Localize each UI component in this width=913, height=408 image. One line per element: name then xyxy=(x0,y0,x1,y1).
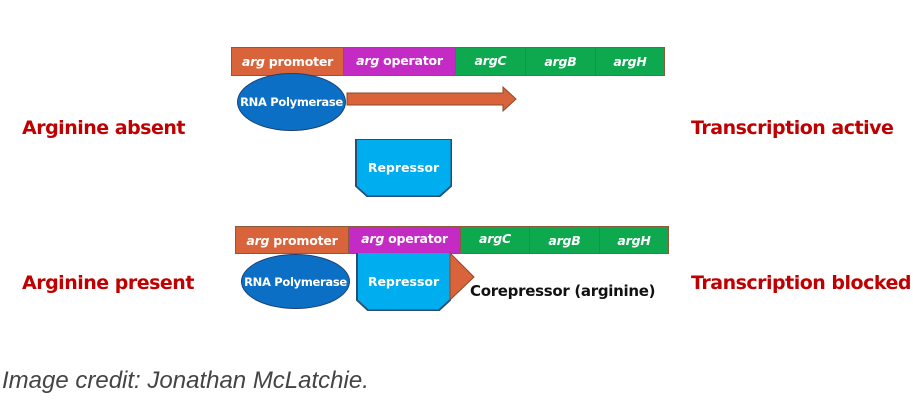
segment-prefix: arg xyxy=(356,53,380,68)
segment-label: operator xyxy=(388,231,448,246)
image-credit: Image credit: Jonathan McLatchie. xyxy=(2,367,369,394)
corepressor-label: Corepressor (arginine) xyxy=(470,282,656,300)
segment-gene-argh: argH xyxy=(599,226,669,254)
corepressor-shape xyxy=(449,252,475,302)
rna-polymerase: RNA Polymerase xyxy=(241,254,350,309)
segment-prefix: arg xyxy=(241,54,265,69)
condition-label-absent: Arginine absent xyxy=(22,117,185,139)
repressor-free: Repressor xyxy=(356,140,451,196)
corepressor-triangle xyxy=(449,252,475,302)
segment-gene-argb: argB xyxy=(525,47,596,76)
segment-gene-argc: argC xyxy=(455,47,526,76)
segment-prefix: arg xyxy=(361,231,385,246)
segment-gene-argc: argC xyxy=(460,226,530,254)
rna-polymerase: RNA Polymerase xyxy=(237,73,346,131)
segment-prefix: arg xyxy=(246,232,270,248)
outcome-label-active: Transcription active xyxy=(691,117,894,139)
segment-label: promoter xyxy=(268,54,334,69)
segment-gene-argh: argH xyxy=(595,47,665,76)
condition-label-present: Arginine present xyxy=(22,272,194,294)
repressor-bound: Repressor xyxy=(357,253,450,310)
segment-label: promoter xyxy=(273,232,338,248)
segment-label: operator xyxy=(383,53,443,68)
segment-gene-argb: argB xyxy=(529,226,600,254)
transcription-arrow xyxy=(346,85,517,113)
transcription-arrow-shape xyxy=(346,85,517,113)
outcome-label-blocked: Transcription blocked xyxy=(691,272,911,294)
